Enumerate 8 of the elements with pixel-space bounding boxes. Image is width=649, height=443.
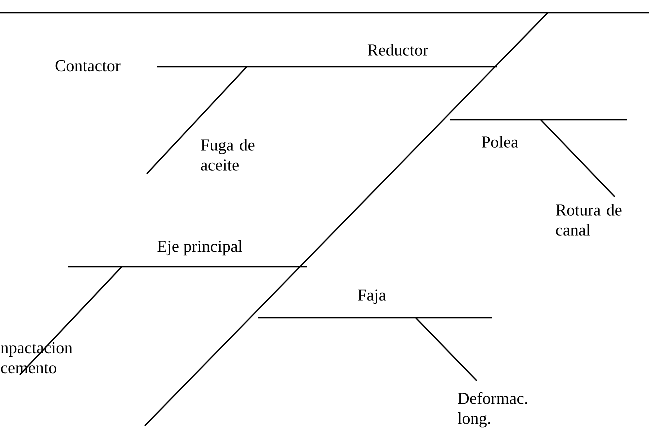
cause-label: Deformac. long. (458, 392, 528, 428)
cause-label: Reductor (368, 44, 428, 56)
cause-label: Eje principal (158, 240, 242, 256)
cause-label: Rotura de canal (556, 204, 622, 236)
cause-label: Fuga de aceite (201, 139, 255, 171)
cause-label: Polea (482, 136, 518, 148)
cause-label: Contactor (56, 60, 121, 72)
cause-label: Faja (358, 290, 386, 304)
